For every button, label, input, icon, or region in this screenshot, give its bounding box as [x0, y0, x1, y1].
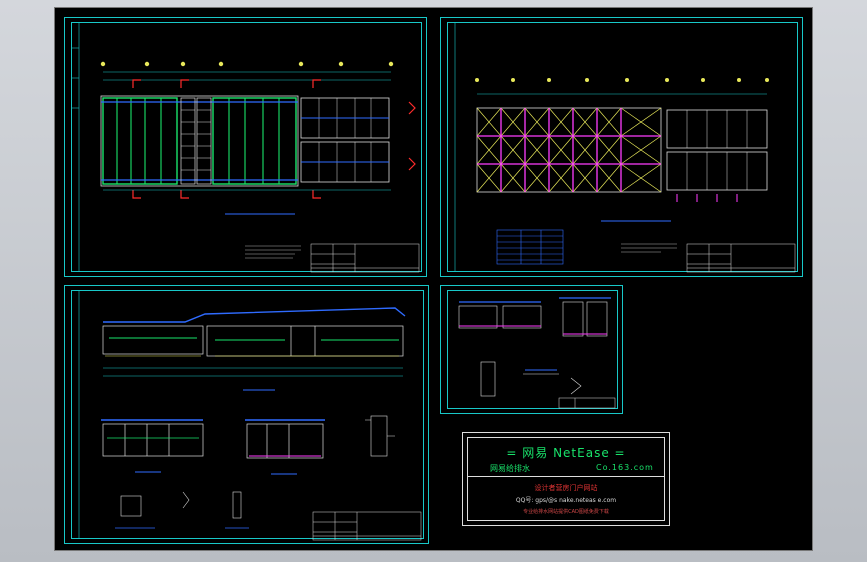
stamp-divider	[468, 476, 664, 477]
sheet-top-left[interactable]	[64, 17, 427, 277]
sheet-bottom-left-drawing	[78, 290, 422, 541]
stamp-line-3: 专业给排水网站提供CAD图纸免费下载	[523, 509, 609, 515]
sheet-top-left-drawing	[71, 22, 420, 273]
sheet-bottom-right-frame	[447, 290, 618, 409]
sheet-bottom-left[interactable]	[64, 285, 429, 544]
neteasy-stamp: = 网易 NetEase = 网易给排水 Co.163.com 设计者营房门户网…	[462, 432, 670, 526]
stamp-subtitle-left: 网易给排水	[490, 464, 530, 473]
stamp-subtitle-right: Co.163.com	[596, 463, 654, 472]
sheet-bottom-left-frame	[71, 290, 424, 539]
stamp-line-2: QQ号: gps/@s nake.neteas e.com	[515, 497, 617, 504]
stamp-line-1: 设计者营房门户网站	[534, 484, 598, 492]
sheet-top-left-frame	[71, 22, 422, 272]
stamp-title: = 网易 NetEase =	[506, 446, 626, 460]
sheet-bottom-right[interactable]	[440, 285, 623, 414]
drawing-canvas[interactable]: = 网易 NetEase = 网易给排水 Co.163.com 设计者营房门户网…	[55, 8, 812, 550]
sheet-bottom-right-drawing	[458, 297, 616, 409]
sheet-top-right-frame	[447, 22, 798, 272]
neteasy-stamp-frame: = 网易 NetEase = 网易给排水 Co.163.com 设计者营房门户网…	[467, 437, 665, 521]
sheet-top-right[interactable]	[440, 17, 803, 277]
sheet-top-right-drawing	[454, 22, 796, 273]
